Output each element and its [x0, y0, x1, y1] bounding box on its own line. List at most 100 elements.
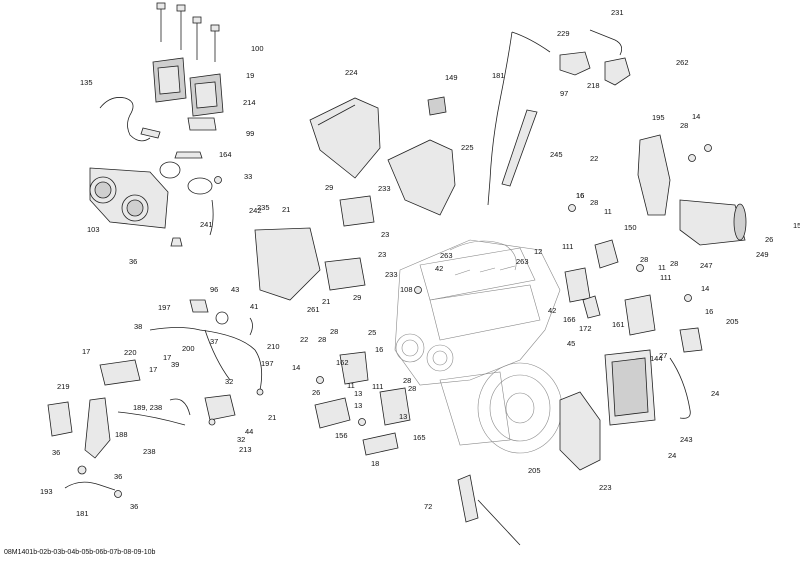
callout-label: 195 — [652, 113, 665, 122]
callout-label: 224 — [345, 68, 358, 77]
ignition-coil-assembly — [152, 2, 224, 131]
callout-label: 245 — [550, 150, 563, 159]
callout-label: 19 — [246, 71, 254, 80]
callout-label: 16 — [576, 191, 584, 200]
callout-label: 144 — [650, 354, 663, 363]
callout-label: 25 — [368, 328, 376, 337]
callout-label: 156 — [335, 431, 348, 440]
callout-labels: 2312291819721826210019214135991643324224… — [40, 8, 800, 518]
callout-label: 26 — [765, 235, 773, 244]
callout-label: 28 — [590, 198, 598, 207]
callout-label: 15 — [793, 221, 800, 230]
callout-label: 263 — [516, 257, 529, 266]
callout-label: 214 — [243, 98, 256, 107]
callout-label: 29 — [353, 293, 361, 302]
callout-label: 42 — [435, 264, 443, 273]
callout-label: 233 — [378, 184, 391, 193]
callout-label: 72 — [424, 502, 432, 511]
callout-label: 229 — [557, 29, 570, 38]
callout-label: 38 — [134, 322, 142, 331]
callout-label: 28 — [408, 384, 416, 393]
callout-label: 11 — [604, 207, 612, 216]
callout-label: 161 — [612, 320, 625, 329]
callout-label: 165 — [413, 433, 426, 442]
callout-label: 17 — [163, 353, 171, 362]
callout-label: 242 — [249, 206, 262, 215]
callout-label: 231 — [611, 8, 624, 17]
callout-label: 188 — [115, 430, 128, 439]
callout-label: 247 — [700, 261, 713, 270]
starter-assembly — [637, 134, 747, 246]
callout-label: 103 — [87, 225, 100, 234]
callout-label: 220 — [124, 348, 137, 357]
callout-label: 23 — [378, 250, 386, 259]
callout-label: 13 — [354, 389, 362, 398]
callout-label: 44 — [245, 427, 253, 436]
callout-label: 100 — [251, 44, 264, 53]
callout-label: 149 — [445, 73, 458, 82]
callout-label: 17 — [149, 365, 157, 374]
callout-label: 111 — [562, 242, 573, 251]
callout-label: 28 — [670, 259, 678, 268]
callout-label: 166 — [563, 315, 576, 324]
throttle-body — [89, 167, 169, 229]
callout-label: 16 — [705, 307, 713, 316]
callout-label: 32 — [225, 377, 233, 386]
callout-label: 263 — [440, 251, 453, 260]
callout-label: 43 — [231, 285, 239, 294]
callout-label: 200 — [182, 344, 195, 353]
callout-label: 13 — [354, 401, 362, 410]
callout-label: 11 — [347, 381, 355, 390]
callout-label: 16 — [576, 191, 584, 200]
callout-label: 22 — [300, 335, 308, 344]
callout-label: 18 — [371, 459, 379, 468]
callout-label: 189, 238 — [133, 403, 162, 412]
callout-label: 45 — [567, 339, 575, 348]
callout-label: 42 — [548, 306, 556, 315]
callout-label: 96 — [210, 285, 218, 294]
callout-label: 213 — [239, 445, 252, 454]
callout-label: 23 — [381, 230, 389, 239]
callout-label: 32 — [237, 435, 245, 444]
callout-label: 135 — [80, 78, 93, 87]
callout-label: 219 — [57, 382, 70, 391]
callout-label: 181 — [492, 71, 505, 80]
callout-label: 14 — [701, 284, 709, 293]
callout-label: 205 — [528, 466, 541, 475]
callout-label: 22 — [590, 154, 598, 163]
callout-label: 108 — [400, 285, 413, 294]
drawing-code: 08M1401b-02b-03b-04b-05b-06b-07b-08-09-1… — [4, 549, 156, 556]
callout-label: 111 — [372, 382, 383, 391]
callout-label: 218 — [587, 81, 600, 90]
engine-block — [394, 239, 563, 454]
callout-label: 238 — [143, 447, 156, 456]
callout-label: 197 — [261, 359, 274, 368]
callout-label: 21 — [282, 205, 290, 214]
callout-label: 16 — [375, 345, 383, 354]
callout-label: 235 — [257, 203, 270, 212]
callout-label: 36 — [52, 448, 60, 457]
callout-label: 21 — [268, 413, 276, 422]
callout-label: 39 — [171, 360, 179, 369]
ecm-module — [559, 349, 656, 471]
callout-label: 99 — [246, 129, 254, 138]
callout-label: 28 — [318, 335, 326, 344]
callout-label: 28 — [680, 121, 688, 130]
callout-label: 241 — [200, 220, 213, 229]
callout-label: 261 — [307, 305, 320, 314]
callout-label: 162 — [336, 358, 349, 367]
callout-label: 24 — [711, 389, 719, 398]
callout-label: 36 — [114, 472, 122, 481]
callout-label: 172 — [579, 324, 592, 333]
callout-label: 14 — [292, 363, 300, 372]
callout-label: 26 — [312, 388, 320, 397]
callout-label: 24 — [668, 451, 676, 460]
callout-label: 12 — [534, 247, 542, 256]
callout-label: 197 — [158, 303, 171, 312]
callout-label: 223 — [599, 483, 612, 492]
callout-label: 13 — [399, 412, 407, 421]
side-covers — [309, 96, 456, 216]
callout-label: 11 — [658, 263, 666, 272]
callout-label: 36 — [129, 257, 137, 266]
